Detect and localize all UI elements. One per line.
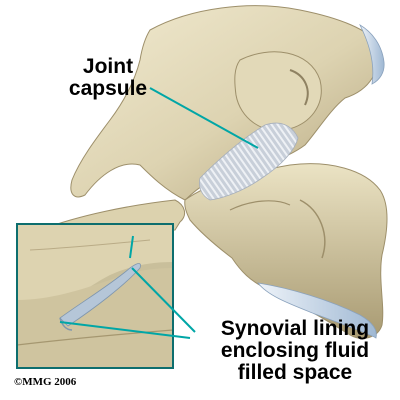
joint-capsule-label-line2: capsule	[68, 77, 148, 101]
joint-capsule-shape	[199, 122, 299, 201]
leader-lines	[59, 87, 259, 339]
synovial-label-line2: enclosing fluid	[220, 339, 370, 363]
copyright-notice: ©MMG 2006	[14, 376, 77, 388]
synovial-label-line1: Synovial lining	[220, 317, 370, 340]
inset-magnified-view	[17, 224, 173, 368]
joint-capsule-label: Joint capsule	[58, 55, 158, 101]
synovial-lining-label: Synovial lining enclosing fluid filled s…	[190, 317, 400, 385]
synovial-leader-line-2	[129, 235, 134, 259]
lower-cartilage	[257, 282, 377, 339]
upper-vertebra	[70, 5, 380, 201]
upper-cartilage	[359, 23, 385, 85]
capsule-leader-line	[149, 87, 259, 149]
synovial-leader-line-1	[131, 267, 196, 333]
synovial-label-line3: filled space	[237, 361, 353, 385]
inset-border	[16, 223, 174, 369]
joint-capsule-label-line1: Joint	[82, 55, 134, 78]
synovial-leader-line-3	[59, 321, 191, 339]
